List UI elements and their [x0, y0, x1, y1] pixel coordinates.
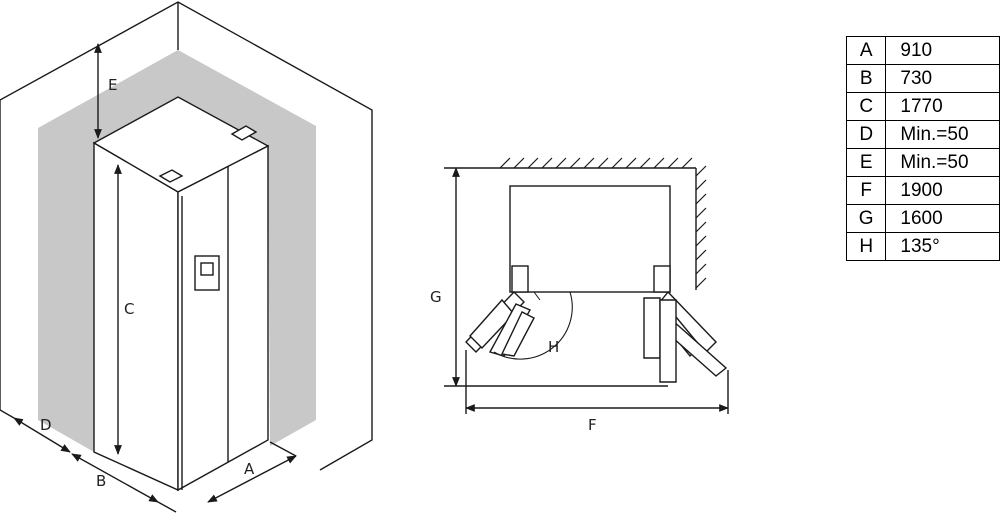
- dimension-key: G: [846, 204, 887, 233]
- dimension-value: 1770: [885, 92, 1000, 121]
- dimension-value: Min.=50: [885, 148, 1000, 177]
- dimension-value: 1900: [885, 176, 1000, 205]
- label-g: G: [430, 288, 442, 306]
- dimension-key: C: [846, 92, 887, 121]
- dim-d-line: [13, 417, 71, 453]
- label-a: A: [244, 460, 255, 478]
- dimension-value: 1600: [885, 204, 1000, 233]
- room-walls: [0, 1, 373, 471]
- dimension-key: H: [846, 232, 887, 261]
- dimension-key: D: [846, 120, 887, 149]
- right-open-door: [643, 290, 728, 383]
- dimension-value: Min.=50: [885, 120, 1000, 149]
- dimension-key: A: [846, 36, 887, 65]
- dimension-value: 135°: [885, 232, 1000, 261]
- label-f: F: [588, 416, 597, 434]
- top-view: [444, 157, 729, 414]
- label-e: E: [108, 76, 117, 94]
- fridge-front: [177, 144, 269, 492]
- dimension-key: E: [846, 148, 887, 177]
- dimension-value: 910: [885, 36, 1000, 65]
- left-open-door: [465, 290, 535, 357]
- dimension-key: B: [846, 64, 887, 93]
- angle-arc-h: [493, 291, 573, 360]
- label-h: H: [548, 338, 559, 356]
- label-b: B: [96, 472, 106, 490]
- label-d: D: [40, 416, 52, 434]
- fridge-left-side: [93, 141, 179, 492]
- isometric-view: [0, 1, 373, 513]
- dimension-key: F: [846, 176, 887, 205]
- label-c: C: [124, 300, 134, 318]
- dim-a-line: [207, 455, 297, 503]
- fridge-body-top: [509, 185, 671, 293]
- dim-b-line: [71, 453, 159, 503]
- dimension-value: 730: [885, 64, 1000, 93]
